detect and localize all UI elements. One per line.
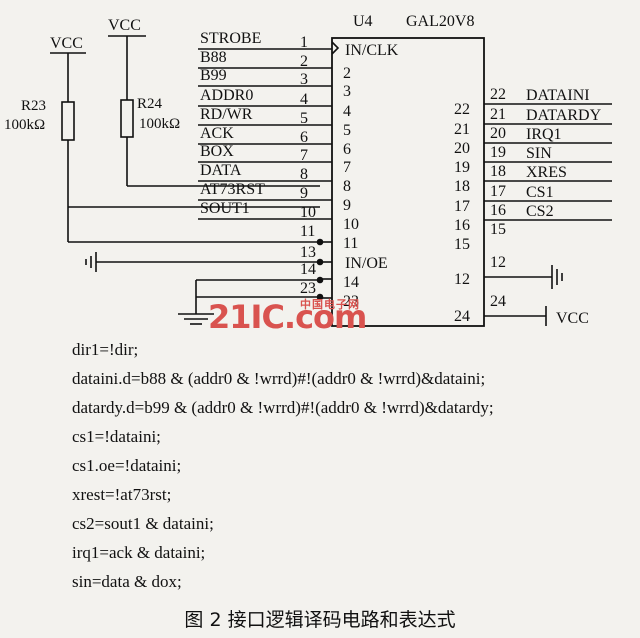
chip-part: GAL20V8 — [406, 13, 474, 30]
right-pin-internal: 18 — [454, 178, 470, 195]
watermark-sub: 中国电子网 — [300, 298, 360, 311]
left-pin-internal: 7 — [343, 159, 351, 176]
left-pin-number: 1 — [300, 34, 308, 51]
left-pin-number: 7 — [300, 147, 308, 164]
left-pin-internal: 5 — [343, 122, 351, 139]
left-pin-number: 11 — [300, 223, 315, 240]
left-signal-label: ACK — [200, 125, 234, 142]
left-signal-label: B88 — [200, 49, 227, 66]
left-pin-number: 10 — [300, 204, 316, 221]
r24-value: 100kΩ — [139, 116, 180, 132]
left-pin-number: 2 — [300, 53, 308, 70]
inoe-label: IN/OE — [345, 255, 388, 272]
clock-triangle — [331, 41, 340, 55]
left-pin-number: 5 — [300, 110, 308, 127]
left-pin-number: 14 — [300, 261, 316, 278]
vcc-label-2: VCC — [50, 35, 83, 52]
left-signal-label: DATA — [200, 162, 242, 179]
equation-line: cs2=sout1 & dataini; — [72, 514, 214, 533]
equation-line: xrest=!at73rst; — [72, 485, 172, 504]
junction-dot — [316, 293, 324, 301]
left-pin-number: 23 — [300, 280, 316, 297]
left-pin-number: 3 — [300, 71, 308, 88]
left-pin-internal: 3 — [343, 83, 351, 100]
right-signal-label: DATARDY — [526, 107, 602, 124]
equation-line: cs1.oe=!dataini; — [72, 456, 182, 475]
r23-ref: R23 — [21, 98, 46, 114]
right-pin-internal: 20 — [454, 140, 470, 157]
junction-dot — [316, 258, 324, 266]
equation-line: dir1=!dir; — [72, 340, 139, 359]
junction-dot — [316, 238, 324, 246]
right-pin-internal: 24 — [454, 308, 470, 325]
equation-line: datardy.d=b99 & (addr0 & !wrrd)#!(addr0 … — [72, 398, 494, 417]
right-signal-label: IRQ1 — [526, 126, 562, 143]
watermark-logo: 21IC.com 中国电子网 — [208, 298, 367, 336]
right-pin-number: 24 — [490, 293, 506, 310]
watermark-main: 21IC.com — [208, 298, 367, 336]
left-pin-internal: 2 — [343, 65, 351, 82]
right-pin-number: 16 — [490, 202, 506, 219]
r24-ref: R24 — [137, 96, 163, 112]
left-signal-label: B99 — [200, 67, 227, 84]
left-pin-number: 13 — [300, 244, 316, 261]
left-pin-internal: 4 — [343, 103, 351, 120]
left-signal-label: BOX — [200, 143, 234, 160]
left-pin-internal: 14 — [343, 274, 359, 291]
r24-resistor — [120, 99, 134, 138]
right-pin-internal: 19 — [454, 159, 470, 176]
r23-value: 100kΩ — [4, 117, 45, 133]
left-signal-label: STROBE — [200, 30, 261, 47]
vcc-label-1: VCC — [108, 17, 141, 34]
left-pin-internal: 9 — [343, 197, 351, 214]
equation-line: dataini.d=b88 & (addr0 & !wrrd)#!(addr0 … — [72, 369, 486, 388]
right-signal-label: CS1 — [526, 184, 554, 201]
right-pin-number: 22 — [490, 86, 506, 103]
left-pin-internal: 10 — [343, 216, 359, 233]
left-pin-number: 6 — [300, 129, 308, 146]
right-pin-internal: 12 — [454, 271, 470, 288]
right-signal-label: DATAINI — [526, 87, 590, 104]
equation-line: sin=data & dox; — [72, 572, 182, 591]
right-pin-internal: 21 — [454, 121, 470, 138]
left-signal-label: SOUT1 — [200, 200, 250, 217]
right-pin-number: 20 — [490, 125, 506, 142]
left-signal-label: ADDR0 — [200, 87, 253, 104]
chip-body — [331, 37, 485, 327]
right-signal-label: XRES — [526, 164, 567, 181]
right-signal-label: SIN — [526, 145, 552, 162]
right-pin-number: 19 — [490, 144, 506, 161]
right-signal-label: CS2 — [526, 203, 554, 220]
left-pin-internal: 6 — [343, 141, 351, 158]
chip-ref: U4 — [353, 13, 373, 30]
r23-resistor — [61, 101, 75, 141]
right-pin-number: 18 — [490, 163, 506, 180]
left-pin-number: 8 — [300, 166, 308, 183]
left-signal-label: RD/WR — [200, 106, 253, 123]
right-pin-number: 21 — [490, 106, 506, 123]
left-signal-label: AT73RST — [200, 181, 265, 198]
left-pin-number: 4 — [300, 91, 308, 108]
right-pin-internal: 22 — [454, 101, 470, 118]
equation-line: irq1=ack & dataini; — [72, 543, 206, 562]
left-pin-internal: 8 — [343, 178, 351, 195]
vcc-label-3: VCC — [556, 310, 589, 327]
right-pin-internal: 15 — [454, 236, 470, 253]
right-pin-internal: 16 — [454, 217, 470, 234]
left-pin-internal: 11 — [343, 235, 358, 252]
figure-caption: 图 2 接口逻辑译码电路和表达式 — [184, 609, 456, 631]
equation-line: cs1=!dataini; — [72, 427, 161, 446]
left-pin-number: 9 — [300, 185, 308, 202]
inclk-label: IN/CLK — [345, 42, 399, 59]
right-pin-number: 17 — [490, 183, 506, 200]
right-pin-internal: 17 — [454, 198, 470, 215]
left-pin-internal: 23 — [343, 293, 359, 310]
right-pin-number: 15 — [490, 221, 506, 238]
right-pin-number: 12 — [490, 254, 506, 271]
junction-dot — [316, 276, 324, 284]
